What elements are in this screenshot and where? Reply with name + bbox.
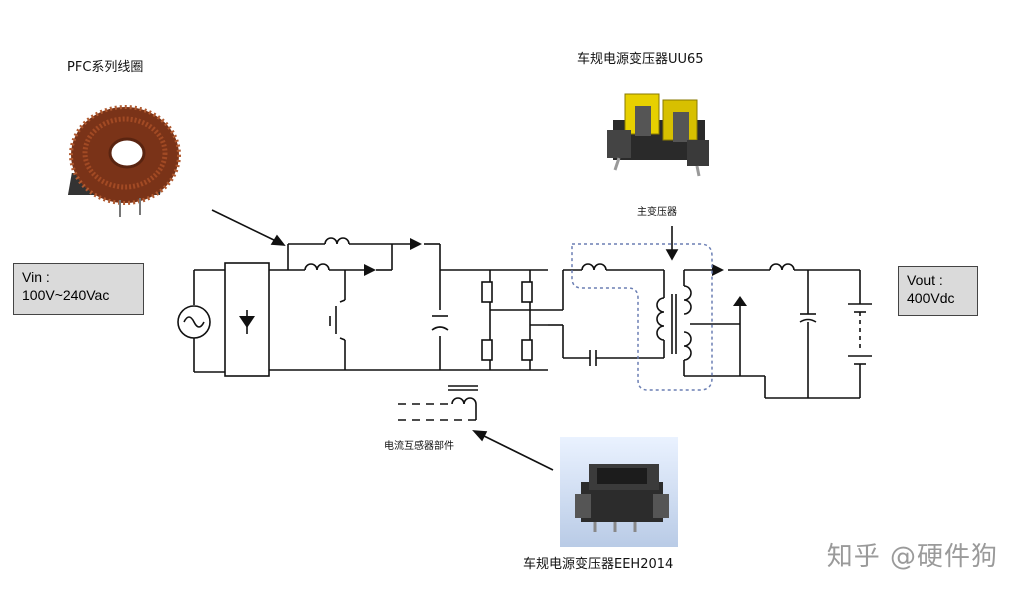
pfc-coil-label: PFC系列线圈 (67, 60, 144, 75)
watermark: 知乎 @硬件狗 (826, 542, 998, 572)
vin-line1: Vin : (22, 269, 50, 285)
vin-line2: 100V~240Vac (22, 287, 110, 303)
vin-box: Vin : 100V~240Vac (13, 263, 144, 315)
uu65-transformer-label: 车规电源变压器UU65 (577, 52, 704, 67)
current-transformer-label: 电流互感器部件 (384, 441, 454, 452)
vout-line2: 400Vdc (907, 290, 955, 306)
eeh2014-transformer-label: 车规电源变压器EEH2014 (523, 557, 674, 572)
vout-box: Vout : 400Vdc (898, 266, 978, 316)
main-transformer-label: 主变压器 (637, 207, 677, 218)
vout-line1: Vout : (907, 272, 943, 288)
